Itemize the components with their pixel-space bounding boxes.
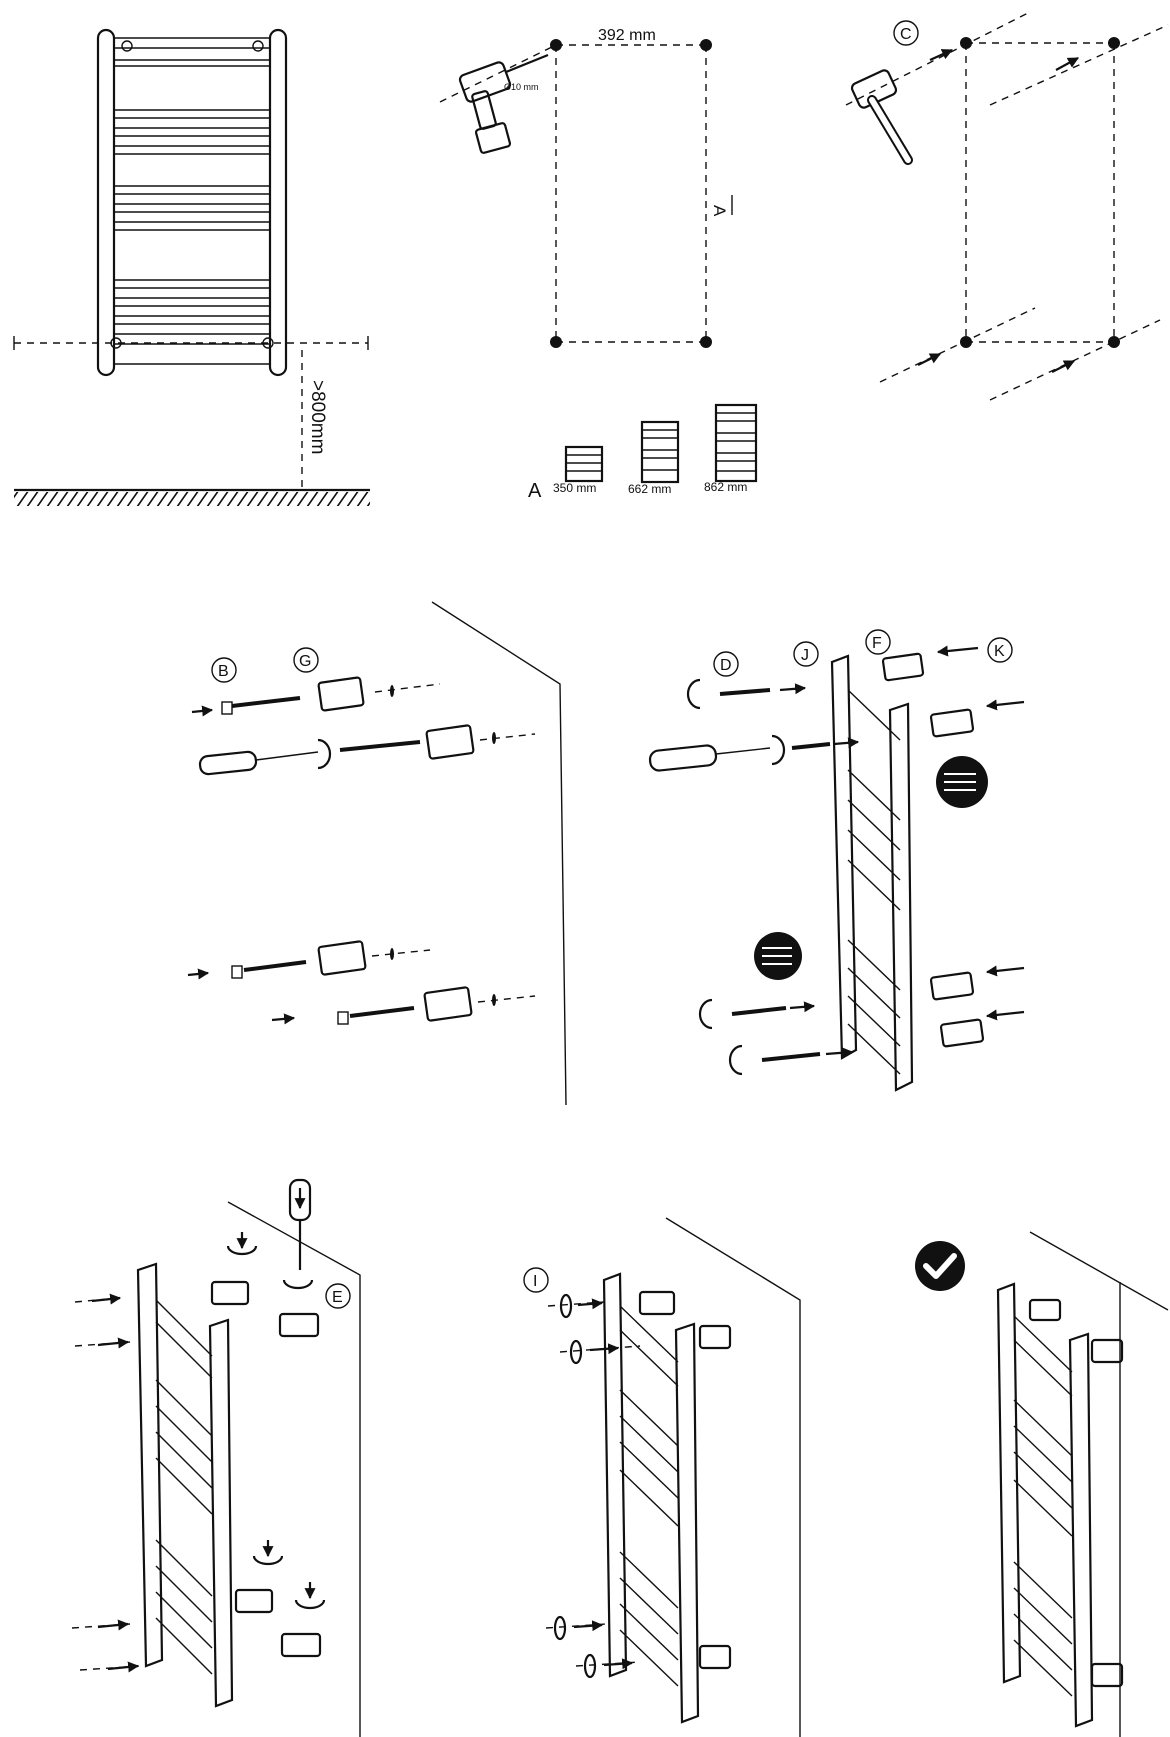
- panel-5-mount: D J F K: [648, 629, 1025, 1092]
- size-label: 862 mm: [704, 480, 747, 494]
- part-label-b: B: [218, 663, 229, 680]
- part-label-e: E: [332, 1289, 343, 1306]
- checkmark-icon: [915, 1241, 965, 1291]
- part-label-f: F: [872, 635, 882, 652]
- part-label-g: G: [299, 653, 311, 670]
- drill-icon: [458, 53, 549, 154]
- panel-6-caps: E: [71, 1178, 361, 1737]
- radiator-perspective: [830, 654, 914, 1092]
- part-callout: [893, 20, 919, 46]
- size-icon-350: [564, 445, 604, 483]
- size-label: 662 mm: [628, 482, 671, 496]
- part-label-d: D: [720, 657, 732, 674]
- hole-marker: [700, 336, 712, 348]
- part-label-i: I: [533, 1273, 537, 1290]
- screwdriver-icon: [288, 1178, 312, 1270]
- hole-marker: [550, 336, 562, 348]
- floor-hatch: [14, 492, 370, 506]
- panel-8-done: [915, 1231, 1169, 1737]
- size-icon-662: [640, 420, 680, 484]
- sizes-marker: A: [528, 480, 542, 502]
- width-label: 392 mm: [598, 27, 656, 44]
- part-label-j: J: [801, 647, 809, 664]
- drill-size-label: Ø10 mm: [504, 82, 539, 92]
- hole-marker: [700, 39, 712, 51]
- panel-4-anchors: B G: [187, 601, 567, 1106]
- size-label: 350 mm: [553, 481, 596, 495]
- height-marker: A: [710, 205, 729, 217]
- height-label: >800mm: [307, 380, 328, 454]
- hammer-icon: [850, 69, 913, 165]
- part-label-k: K: [994, 643, 1005, 660]
- panel-1-height: >800mm: [13, 28, 370, 506]
- hole-marker: [550, 39, 562, 51]
- panel-7-covers: I: [523, 1217, 801, 1737]
- size-icon-862: [714, 403, 758, 483]
- panel-3-plugs: C: [845, 11, 1169, 401]
- part-label-c: C: [900, 26, 912, 43]
- panel-2-drilling: 392 mm A Ø10 mm A: [439, 27, 758, 502]
- radiator-front-view: [96, 28, 288, 377]
- wall-edge: [431, 601, 567, 1106]
